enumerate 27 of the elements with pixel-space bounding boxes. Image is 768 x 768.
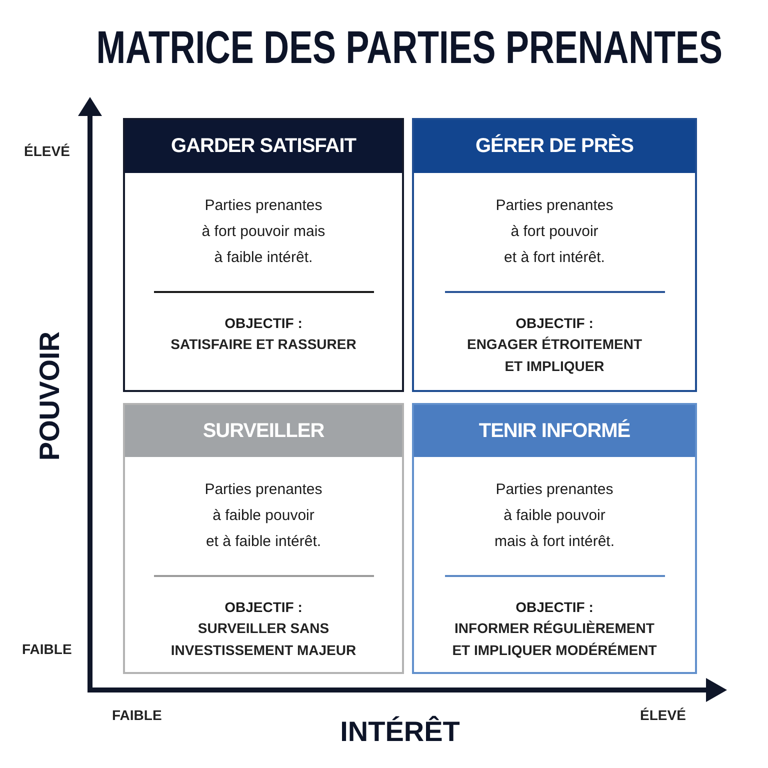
description-text: Parties prenantes à faible pouvoir mais à fort intérêt.: [493, 480, 616, 552]
objective-label: OBJECTIF :: [516, 598, 594, 617]
quadrant-card: [123, 118, 404, 392]
description-text: Parties prenantes à fort pouvoir et à fort intérêt.: [494, 196, 614, 268]
quadrant-card: [412, 403, 697, 674]
objective-text: SURVEILLER SANS INVESTISSEMENT MAJEUR: [170, 619, 358, 660]
axis-title: INTÉRÊT: [340, 716, 460, 748]
objective-label: OBJECTIF :: [516, 314, 594, 333]
objective-text: ENGAGER ÉTROITEMENT ET IMPLIQUER: [466, 335, 643, 376]
objective-text: SATISFAIRE ET RASSURER: [170, 335, 358, 354]
axis-level-label: FAIBLE: [112, 707, 162, 723]
objective-label: OBJECTIF :: [224, 314, 302, 333]
description-text: Parties prenantes à fort pouvoir mais à faible intérêt.: [200, 196, 326, 268]
quadrant-header: TENIR INFORMÉ: [414, 405, 695, 457]
quadrant-header: GARDER SATISFAIT: [125, 120, 402, 173]
quadrant-header: SURVEILLER: [125, 405, 402, 457]
objective-label: OBJECTIF :: [224, 598, 302, 617]
axis-level-label: ÉLEVÉ: [640, 707, 686, 723]
quadrant-header: GÉRER DE PRÈS: [414, 120, 695, 173]
objective-text: INFORMER RÉGULIÈREMENT ET IMPLIQUER MODÉRÉMENT: [451, 619, 658, 660]
axis-level-label: ÉLEVÉ: [24, 143, 70, 159]
axis-level-label: FAIBLE: [22, 641, 72, 657]
description-text: Parties prenantes à faible pouvoir et à faible intérêt.: [204, 480, 324, 552]
axis-title: POUVOIR: [34, 331, 66, 461]
quadrant-card: [123, 403, 404, 674]
quadrant-card: [412, 118, 697, 392]
diagram-title: MATRICE DES PARTIES PRENANTES: [96, 22, 722, 72]
